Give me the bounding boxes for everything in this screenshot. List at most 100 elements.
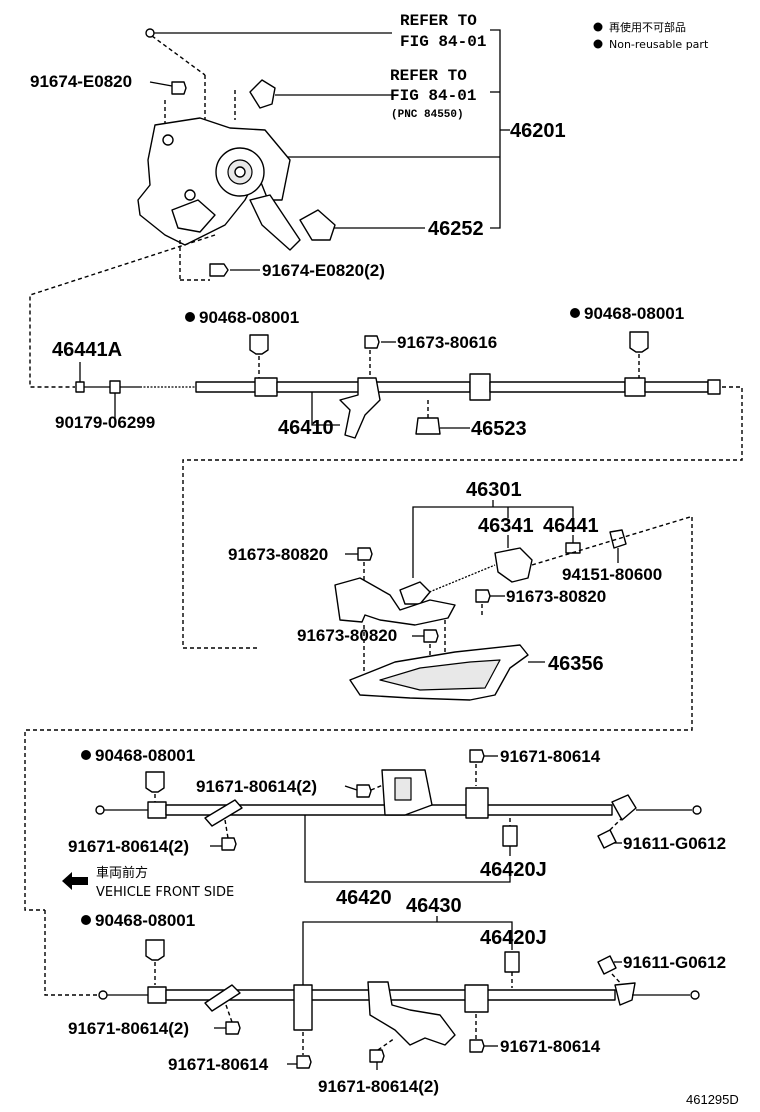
cable-end-fitting-icon	[611, 794, 637, 821]
bolt-icon	[475, 589, 491, 603]
part-46301[interactable]: 46301	[466, 479, 522, 501]
clip-icon	[145, 939, 165, 961]
clip-icon	[629, 331, 649, 353]
part-46252[interactable]: 46252	[428, 218, 484, 240]
cable-end-icon	[98, 990, 108, 1000]
section-equalizer: 46301 46341 46441 94151-80600 91673-8082…	[24, 479, 693, 911]
vehicle-front-jp: 車両前方	[96, 865, 148, 881]
part-46420[interactable]: 46420	[336, 887, 392, 909]
bolt-icon	[597, 829, 617, 849]
part-91671-80614[interactable]: 91671-80614	[500, 747, 601, 766]
part-90468-08001[interactable]: 90468-08001	[199, 308, 299, 327]
part-46441[interactable]: 46441	[543, 515, 599, 537]
bolt-icon	[171, 81, 187, 95]
non-reusable-bullet-icon	[570, 308, 580, 318]
part-91611-g0612[interactable]: 91611-G0612	[623, 953, 726, 972]
refer-to-label: REFER TO	[400, 12, 477, 30]
cable-grommet-46523-holder	[469, 373, 491, 401]
bolt-icon	[209, 263, 229, 277]
plug-icon	[504, 951, 520, 973]
nut-icon	[565, 542, 581, 554]
front-cable-sheath	[644, 381, 709, 393]
part-46523[interactable]: 46523	[471, 418, 527, 440]
pedal-pivot-bolt-icon	[234, 166, 246, 178]
mount-hole-icon	[184, 189, 196, 201]
cable-bracket-icon	[464, 984, 489, 1013]
refer-to-fig-label: FIG 84-01	[400, 33, 486, 51]
part-91671-80614[interactable]: 91671-80614	[168, 1055, 269, 1074]
part-91671-80614-qty2[interactable]: 91671-80614(2)	[196, 777, 317, 796]
part-91674-e0820-qty2[interactable]: 91674-E0820(2)	[262, 261, 385, 280]
part-91671-80614-qty2[interactable]: 91671-80614(2)	[318, 1077, 439, 1096]
group-bracket-line	[412, 506, 574, 578]
section-front-cable: 46441A 90468-08001 90468-08001 91673-806…	[52, 304, 743, 649]
part-91611-g0612[interactable]: 91611-G0612	[623, 834, 726, 853]
cable-bracket-icon	[293, 984, 313, 1031]
part-90179-06299[interactable]: 90179-06299	[55, 413, 155, 432]
non-reusable-bullet-icon	[185, 312, 195, 322]
pedal-clip-icon	[249, 79, 276, 109]
part-90468-08001[interactable]: 90468-08001	[95, 911, 195, 930]
bolt-icon	[357, 547, 373, 561]
section-rear-cable-46420: 90468-08001 91671-80614(2) 91671-80614(2…	[62, 746, 726, 909]
part-91673-80820[interactable]: 91673-80820	[297, 626, 397, 645]
cable-bracket	[339, 377, 381, 439]
part-46420j[interactable]: 46420J	[480, 927, 547, 949]
dashed-assembly-line	[182, 386, 743, 649]
arrow-left-icon	[62, 872, 88, 890]
part-91673-80820[interactable]: 91673-80820	[506, 587, 606, 606]
group-bracket-line	[490, 29, 501, 229]
front-cable-sheath	[489, 381, 626, 393]
part-90468-08001[interactable]: 90468-08001	[95, 746, 195, 765]
bolt-icon	[221, 837, 237, 851]
part-91674-e0820[interactable]: 91674-E0820	[30, 72, 132, 91]
legend: 再使用不可部品 Non-reusable part	[593, 20, 709, 51]
bolt-icon	[225, 1021, 241, 1035]
bolt-icon	[597, 955, 617, 975]
part-91673-80616[interactable]: 91673-80616	[397, 333, 497, 352]
legend-bullet-icon	[593, 39, 603, 49]
figure-code: 461295D	[686, 1092, 739, 1107]
part-91671-80614-qty2[interactable]: 91671-80614(2)	[68, 837, 189, 856]
part-46410[interactable]: 46410	[278, 417, 334, 439]
bolt-icon	[469, 749, 485, 763]
part-46341[interactable]: 46341	[478, 515, 534, 537]
clip-icon	[145, 771, 165, 793]
part-91671-80614[interactable]: 91671-80614	[500, 1037, 601, 1056]
pedal-pad-icon	[299, 209, 336, 241]
rod-end-icon	[399, 581, 431, 605]
part-46420j[interactable]: 46420J	[480, 859, 547, 881]
part-94151-80600[interactable]: 94151-80600	[562, 565, 662, 584]
cable-grommet-icon	[624, 377, 646, 397]
part-46356[interactable]: 46356	[548, 653, 604, 675]
part-91671-80614-qty2[interactable]: 91671-80614(2)	[68, 1019, 189, 1038]
bolt-icon	[356, 784, 372, 798]
pedal-bracket	[171, 199, 216, 233]
cable-center-bracket	[367, 981, 456, 1046]
part-46430[interactable]: 46430	[406, 895, 462, 917]
equalizer-icon	[494, 547, 533, 583]
refer-to-fig-label: FIG 84-01	[390, 87, 476, 105]
legend-jp: 再使用不可部品	[609, 20, 686, 34]
clip-icon	[249, 334, 269, 355]
part-46201[interactable]: 46201	[510, 120, 566, 142]
part-46441a[interactable]: 46441A	[52, 339, 122, 361]
part-90468-08001[interactable]: 90468-08001	[584, 304, 684, 323]
non-reusable-bullet-icon	[81, 750, 91, 760]
cable-clamp-icon	[204, 799, 243, 827]
part-91673-80820[interactable]: 91673-80820	[228, 545, 328, 564]
leader-line	[149, 81, 173, 87]
cable-grommet-icon	[254, 377, 278, 397]
bracket-slot	[394, 777, 412, 801]
support-plate-cutout	[379, 659, 501, 691]
mount-hole-icon	[162, 134, 174, 146]
dashed-assembly-line	[44, 910, 98, 996]
cable-bracket-icon	[465, 787, 489, 819]
group-bracket-line	[302, 921, 513, 985]
cable-clamp-icon	[204, 984, 241, 1012]
dashed-assembly-line	[24, 517, 693, 911]
leader-line	[311, 392, 340, 426]
plug-icon	[502, 825, 518, 847]
cable-end-icon	[690, 990, 700, 1000]
